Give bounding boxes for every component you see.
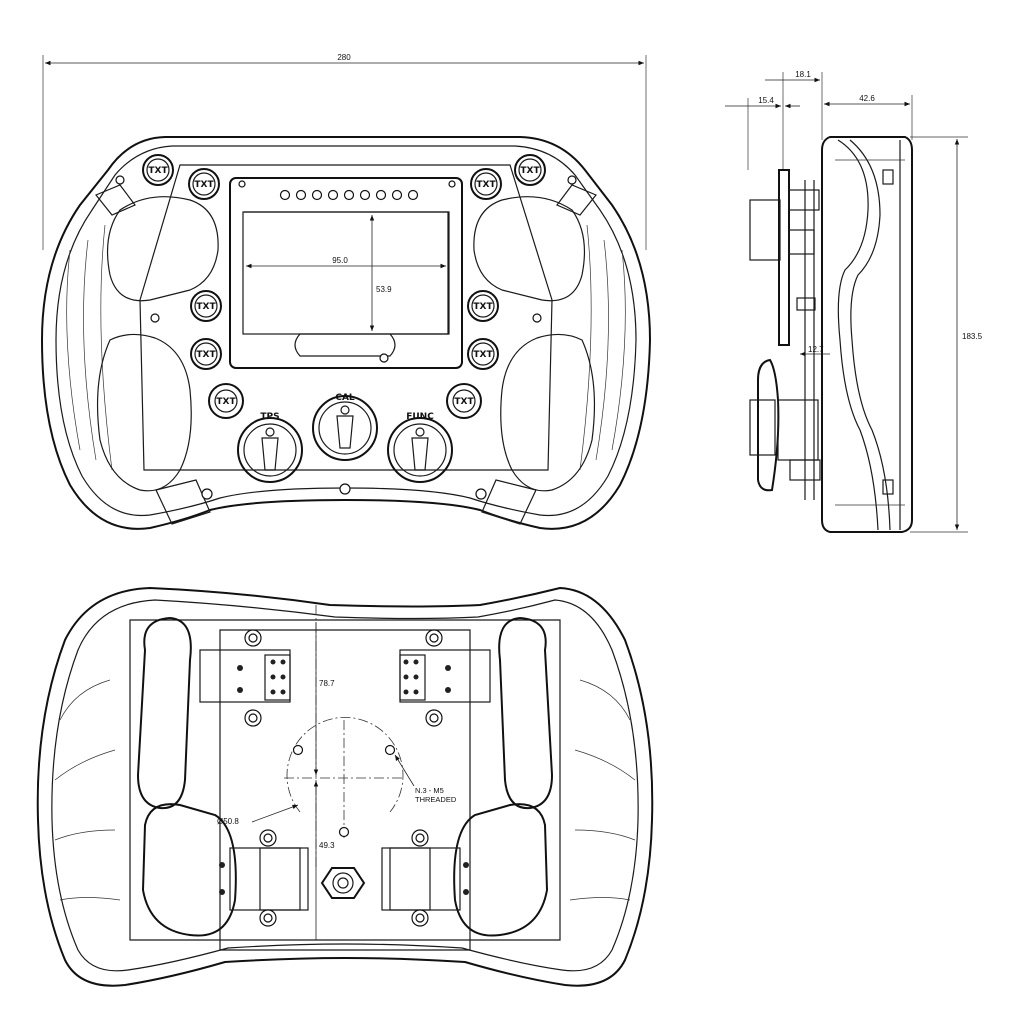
- rotary-label: CAL: [335, 393, 355, 403]
- vertical-top-label: 78.7: [319, 679, 335, 688]
- depth-a-label: 15.4: [758, 96, 774, 105]
- button-label: TXT: [473, 350, 493, 360]
- rotary-func[interactable]: FUNC: [387, 412, 453, 483]
- left-paddle-top: [95, 184, 136, 216]
- shift-led-row: [279, 189, 419, 201]
- rotary-tps[interactable]: TPS: [237, 412, 303, 483]
- rotary-cal[interactable]: CAL: [312, 393, 378, 461]
- rear-wheel-outline: [36, 586, 654, 987]
- button-left-4[interactable]: TXT: [190, 338, 222, 370]
- thread-note-line2: THREADED: [415, 795, 457, 804]
- display-width-label: 95.0: [332, 256, 348, 265]
- center-plate: [139, 164, 553, 471]
- overall-width-dimension: 280: [42, 53, 647, 250]
- wheel-outline: [40, 136, 652, 530]
- left-grip-opening: [106, 196, 219, 302]
- button-left-3[interactable]: TXT: [190, 290, 222, 322]
- button-label: TXT: [473, 302, 493, 312]
- rear-left-upper-paddle[interactable]: [136, 616, 192, 810]
- rear-left-lower-paddle[interactable]: [141, 803, 237, 937]
- button-right-1[interactable]: TXT: [514, 154, 546, 186]
- display-screen: [242, 211, 450, 335]
- button-left-2[interactable]: TXT: [188, 168, 220, 200]
- button-label: TXT: [196, 302, 216, 312]
- vertical-bottom-label: 49.3: [319, 841, 335, 850]
- button-label: TXT: [520, 166, 540, 176]
- button-label: TXT: [476, 180, 496, 190]
- rotary-label: FUNC: [406, 412, 434, 422]
- button-left-1[interactable]: TXT: [142, 154, 174, 186]
- height-label: 183.5: [962, 332, 983, 341]
- button-label: TXT: [148, 166, 168, 176]
- button-right-5[interactable]: TXT: [446, 383, 482, 419]
- button-label: TXT: [216, 397, 236, 407]
- thread-note-line1: N.3 - M5: [415, 786, 444, 795]
- front-view: 280: [40, 53, 652, 530]
- button-right-4[interactable]: TXT: [467, 338, 499, 370]
- display-height-label: 53.9: [376, 285, 392, 294]
- depth-c-label: 42.6: [859, 94, 875, 103]
- side-view: 18.1 15.4 42.6 183.5 12.7: [725, 70, 983, 533]
- button-right-2[interactable]: TXT: [470, 168, 502, 200]
- button-left-5[interactable]: TXT: [208, 383, 244, 419]
- button-right-3[interactable]: TXT: [467, 290, 499, 322]
- display-bezel: [229, 177, 463, 369]
- pcd-diameter-label: Ø50.8: [217, 817, 239, 826]
- offset-label: 12.7: [808, 345, 824, 354]
- button-label: TXT: [194, 180, 214, 190]
- overall-width-label: 280: [337, 53, 351, 62]
- rear-right-lower-paddle[interactable]: [453, 803, 549, 937]
- button-label: TXT: [454, 397, 474, 407]
- button-label: TXT: [196, 350, 216, 360]
- right-grip-opening: [473, 196, 586, 302]
- rear-right-upper-paddle[interactable]: [498, 616, 554, 810]
- depth-b-label: 18.1: [795, 70, 811, 79]
- right-paddle-top: [556, 184, 597, 216]
- rear-view: 78.7 49.3 Ø50.8 N.3 - M5 THREADED: [36, 586, 654, 987]
